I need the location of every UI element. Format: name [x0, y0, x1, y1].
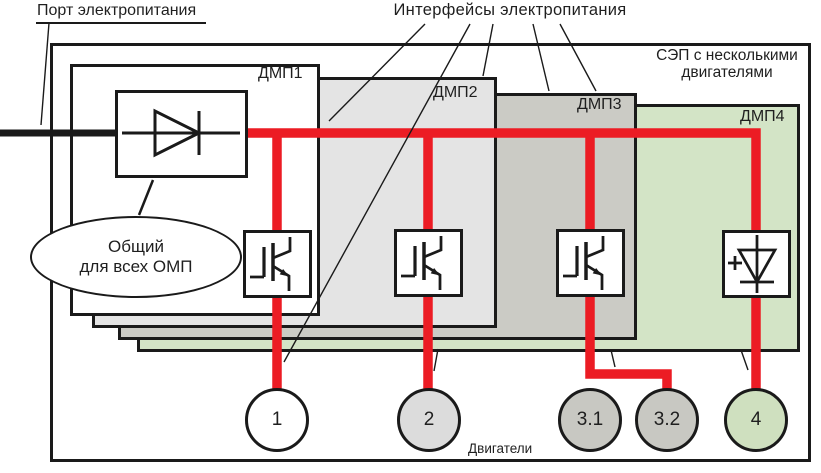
system-title: СЭП с несколькими двигателями: [643, 47, 811, 81]
dmp2-label: ДМП2: [433, 84, 478, 101]
switch-box-3: [556, 229, 625, 297]
motor-circle-3-2: 3.2: [635, 388, 699, 452]
callout-line2: для всех ОМП: [79, 257, 193, 276]
motor4-converter-box: [722, 230, 791, 298]
port-leader-line: [40, 22, 50, 126]
dmp1-label: ДМП1: [258, 65, 303, 82]
power-port-label: Порт электропитания: [36, 2, 207, 24]
dmp3-label: ДМП3: [577, 96, 622, 113]
callout-line1: Общий: [108, 237, 164, 256]
motor-label: 4: [750, 409, 762, 430]
motor-circle-2: 2: [397, 388, 461, 452]
system-title-line1: СЭП с несколькими: [656, 47, 798, 64]
diode-icon: [122, 108, 240, 158]
common-callout-ellipse: Общий для всех ОМП: [30, 216, 242, 298]
igbt-icon: [563, 236, 605, 290]
igbt-icon: [401, 236, 443, 290]
system-title-line2: двигателями: [681, 64, 773, 81]
switch-box-1: [243, 230, 312, 298]
rectifier-box: [115, 90, 248, 178]
motor-circle-1: 1: [245, 388, 309, 452]
motor-circle-3-1: 3.1: [558, 388, 622, 452]
igbt-icon: [250, 237, 292, 291]
motor-label: 2: [423, 409, 435, 430]
motor-label: 1: [271, 409, 283, 430]
motor-circle-4: 4: [724, 388, 788, 452]
power-interfaces-label: Интерфейсы электропитания: [393, 1, 627, 19]
motors-caption: Двигатели: [468, 441, 533, 456]
motor-label: 3.2: [653, 409, 681, 430]
motor-label: 3.1: [576, 409, 604, 430]
dmp4-label: ДМП4: [740, 108, 785, 125]
switch-box-2: [394, 229, 463, 297]
diode-plus-icon: [728, 235, 778, 293]
